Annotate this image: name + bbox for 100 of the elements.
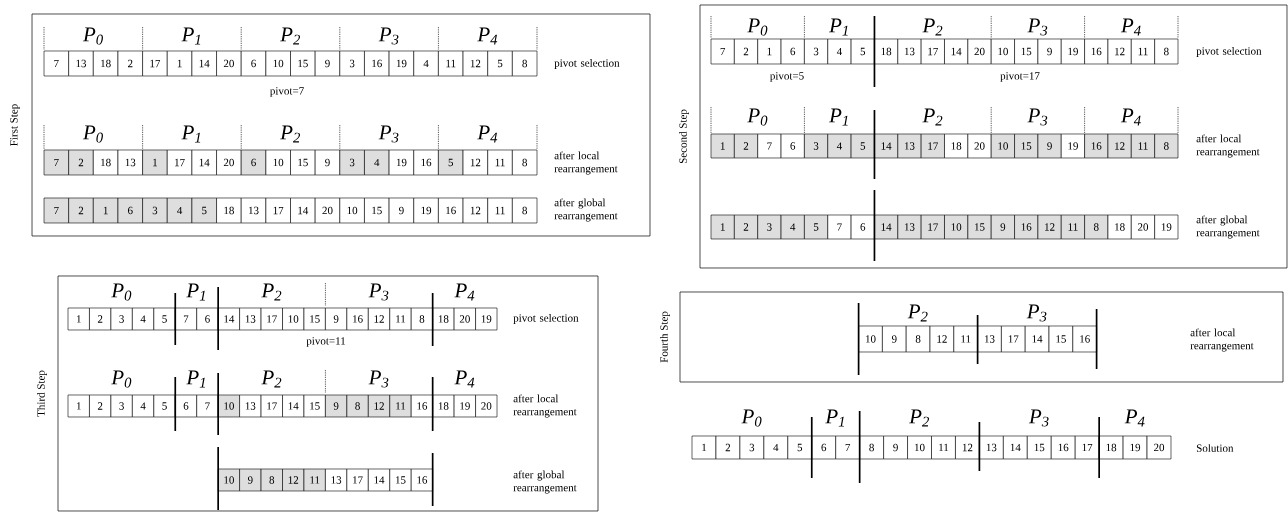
processor-label: P$_{1}$ bbox=[825, 409, 844, 427]
array-cell: 15 bbox=[364, 197, 390, 224]
array-cell: 17 bbox=[166, 149, 193, 176]
array-cell: 14 bbox=[290, 197, 316, 224]
processor-label: P$_{2}$ bbox=[280, 27, 301, 45]
array-cell: 4 bbox=[166, 197, 193, 224]
array-cell: 11 bbox=[438, 50, 464, 77]
array-cell: 5 bbox=[487, 50, 513, 77]
array-cell: 8 bbox=[1154, 38, 1179, 65]
array-cell: 15 bbox=[967, 214, 992, 240]
array-cell: 17 bbox=[1001, 325, 1026, 353]
array-cell: 6 bbox=[196, 307, 219, 331]
array-cell: 15 bbox=[389, 468, 412, 492]
array-cell: 12 bbox=[282, 468, 305, 492]
array-cell: 12 bbox=[1037, 214, 1062, 240]
array-cell: 10 bbox=[907, 435, 932, 460]
array-cell: 6 bbox=[174, 394, 197, 418]
array-cell: 12 bbox=[955, 435, 980, 460]
array-cell: 13 bbox=[68, 50, 94, 77]
array-cell: 12 bbox=[462, 149, 488, 176]
processor-label: P$_{2}$ bbox=[922, 18, 943, 36]
array-cell: 18 bbox=[432, 307, 455, 331]
array-cell: 4 bbox=[780, 214, 805, 240]
array-cell: 17 bbox=[142, 50, 168, 77]
array-cell: 19 bbox=[453, 394, 476, 418]
processor-label: P$_{4}$ bbox=[477, 125, 498, 143]
row-caption: after local rearrangement bbox=[554, 151, 618, 175]
array-cell: 3 bbox=[339, 50, 365, 77]
array-cell: 14 bbox=[944, 38, 969, 65]
array-cell: 6 bbox=[780, 38, 805, 65]
array-cell: 1 bbox=[142, 149, 168, 176]
node-label: Fourth Step bbox=[660, 311, 670, 363]
array-cell: 20 bbox=[475, 394, 498, 418]
processor-label: P$_{4}$ bbox=[1124, 409, 1145, 427]
array-cell: 16 bbox=[1084, 133, 1109, 159]
array-cell: 11 bbox=[303, 468, 326, 492]
array-cell: 18 bbox=[93, 50, 119, 77]
array-cell: 9 bbox=[388, 197, 415, 224]
array-cell: 5 bbox=[850, 133, 875, 159]
array-cell: 4 bbox=[413, 50, 439, 77]
array-cell: 2 bbox=[68, 149, 94, 176]
array-cell: 1 bbox=[67, 307, 90, 331]
array-cell: 20 bbox=[1131, 214, 1155, 240]
array-cell: 11 bbox=[487, 197, 513, 224]
array-cell: 11 bbox=[487, 149, 513, 176]
row-caption: after local rearrangement bbox=[513, 394, 577, 418]
array-cell: 10 bbox=[944, 214, 969, 240]
processor-label: P$_{1}$ bbox=[186, 370, 205, 388]
array-cell: 16 bbox=[410, 468, 433, 492]
array-cell: 2 bbox=[117, 50, 143, 77]
array-cell: 13 bbox=[979, 435, 1004, 460]
processor-label: P$_{3}$ bbox=[378, 27, 399, 45]
array-cell: 18 bbox=[1098, 435, 1124, 460]
array-cell: 3 bbox=[804, 38, 829, 65]
array-cell: 2 bbox=[734, 38, 758, 65]
array-cell: 7 bbox=[43, 50, 69, 77]
array-cell: 12 bbox=[368, 307, 391, 331]
array-cell: 12 bbox=[929, 325, 955, 353]
array-cell: 9 bbox=[325, 307, 348, 331]
processor-label: P$_{3}$ bbox=[1028, 409, 1049, 427]
processor-label: P$_{0}$ bbox=[111, 283, 132, 301]
array-cell: 14 bbox=[874, 133, 899, 159]
array-cell: 13 bbox=[897, 214, 922, 240]
array-cell: 10 bbox=[217, 394, 240, 418]
array-cell: 8 bbox=[346, 394, 369, 418]
array-cell: 19 bbox=[1060, 133, 1085, 159]
array-cell: 14 bbox=[282, 394, 305, 418]
array-cell: 19 bbox=[388, 50, 415, 77]
array-cell: 16 bbox=[346, 307, 369, 331]
array-cell: 18 bbox=[432, 394, 455, 418]
array-cell: 17 bbox=[346, 468, 369, 492]
processor-label: P$_{4}$ bbox=[454, 283, 475, 301]
array-cell: 5 bbox=[153, 307, 176, 331]
array-cell: 2 bbox=[68, 197, 94, 224]
array-cell: 9 bbox=[882, 325, 907, 353]
array-cell: 8 bbox=[512, 149, 538, 176]
array-cell: 20 bbox=[453, 307, 476, 331]
array-cell: 4 bbox=[364, 149, 390, 176]
pivot-label: pivot=11 bbox=[306, 337, 346, 347]
array-cell: 7 bbox=[710, 38, 735, 65]
array-cell: 9 bbox=[883, 435, 908, 460]
array-cell: 11 bbox=[1131, 133, 1155, 159]
array-cell: 19 bbox=[1154, 214, 1179, 240]
array-cell: 12 bbox=[462, 50, 488, 77]
array-cell: 16 bbox=[1014, 214, 1039, 240]
processor-label: P$_{3}$ bbox=[1027, 108, 1048, 126]
array-cell: 5 bbox=[787, 435, 813, 460]
array-cell: 5 bbox=[804, 214, 829, 240]
array-cell: 18 bbox=[93, 149, 119, 176]
array-cell: 11 bbox=[389, 394, 412, 418]
array-cell: 13 bbox=[897, 133, 922, 159]
array-cell: 10 bbox=[282, 307, 305, 331]
array-cell: 11 bbox=[953, 325, 978, 353]
array-cell: 15 bbox=[1014, 38, 1039, 65]
array-cell: 14 bbox=[368, 468, 391, 492]
array-cell: 17 bbox=[1074, 435, 1100, 460]
processor-label: P$_{1}$ bbox=[181, 27, 201, 45]
array-cell: 15 bbox=[1027, 435, 1052, 460]
row-caption: after global rearrangement bbox=[554, 198, 618, 222]
array-cell: 16 bbox=[1050, 435, 1076, 460]
